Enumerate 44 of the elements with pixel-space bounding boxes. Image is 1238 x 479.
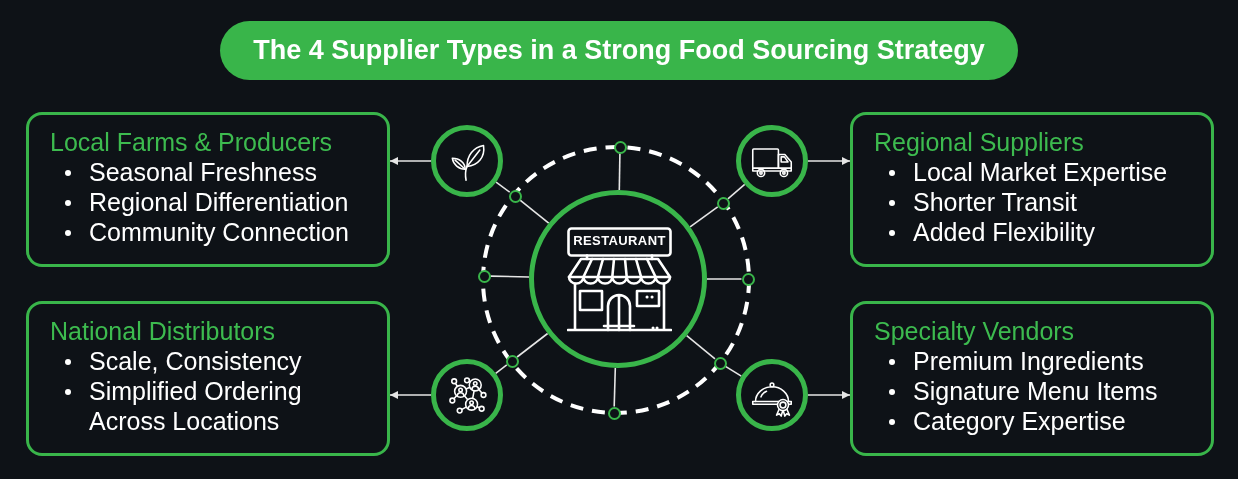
connector-line [685, 334, 716, 360]
arrow [389, 157, 432, 165]
bullet-text: Added Flexibility [913, 217, 1096, 247]
junction-dot-icon [607, 406, 621, 420]
bullet-text: Signature Menu Items [913, 376, 1158, 406]
bullet-text: Scale, Consistency [89, 346, 302, 376]
junction-dot-icon [741, 272, 755, 286]
connector-line [618, 152, 621, 191]
bullet-text: Community Connection [89, 217, 349, 247]
connector-line [516, 332, 549, 358]
connector-line [495, 181, 511, 193]
supplier-card [26, 301, 390, 456]
connector-line [724, 365, 743, 377]
card-heading: National Distributors [50, 316, 276, 346]
card-heading: Specialty Vendors [874, 316, 1075, 346]
bullet-text: Category Expertise [913, 406, 1126, 436]
bullet-text: Simplified Ordering Across Locations [89, 376, 303, 436]
connector-line [494, 364, 508, 375]
connector-line [489, 275, 530, 278]
junction-dot-icon [716, 196, 730, 210]
bullet-text: Regional Differentiation [89, 187, 349, 217]
sign-text: RESTAURANT [573, 233, 666, 249]
junction-dot-icon [713, 356, 727, 370]
junction-dot-icon [508, 189, 522, 203]
connector-line [727, 183, 746, 200]
connector-line [706, 278, 743, 280]
bullet-text: Local Market Expertise [913, 157, 1168, 187]
bullet-text: Seasonal Freshness [89, 157, 317, 187]
connector-line [519, 199, 550, 224]
bullet-text: Shorter Transit [913, 187, 1077, 217]
arrow [807, 157, 851, 165]
title-banner: The 4 Supplier Types in a Strong Food Sourcing Strategy [220, 21, 1018, 80]
junction-dot-icon [613, 140, 627, 154]
card-heading: Regional Suppliers [874, 127, 1084, 157]
connector-line [613, 367, 617, 408]
arrow [389, 391, 432, 399]
bullet-text: Premium Ingredients [913, 346, 1144, 376]
arrow [807, 391, 851, 399]
junction-dot-icon [477, 269, 491, 283]
card-heading: Local Farms & Producers [50, 127, 333, 157]
supplier-card [850, 112, 1214, 267]
connector-line [689, 206, 719, 228]
supplier-card [850, 301, 1214, 456]
supplier-card [26, 112, 390, 267]
